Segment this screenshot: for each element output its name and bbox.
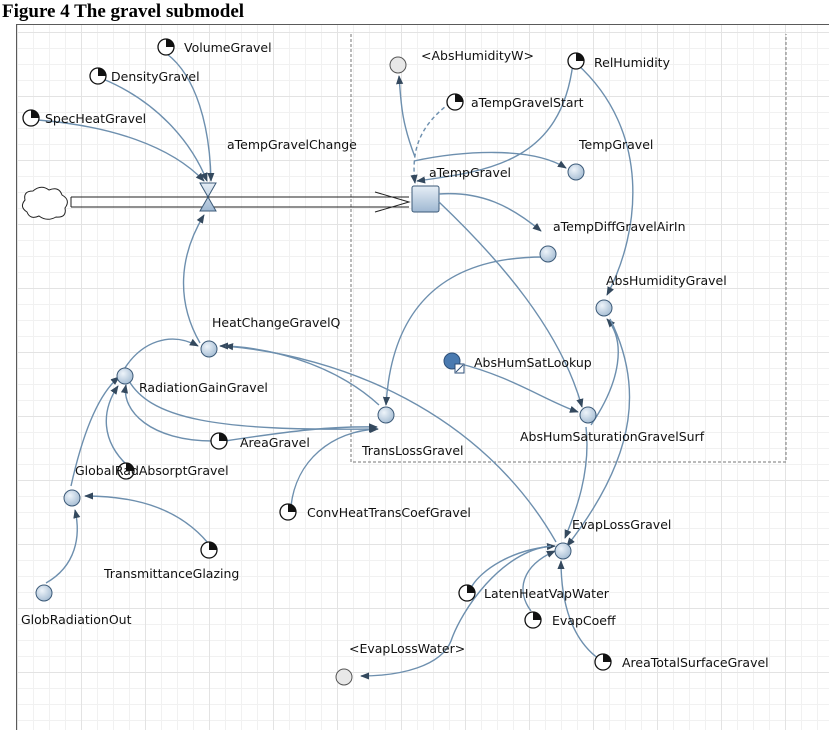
figure-title: Figure 4 The gravel submodel <box>2 1 245 22</box>
const-laten-heat-vap-water[interactable] <box>458 584 476 602</box>
arrow <box>37 119 205 182</box>
arrow <box>413 151 567 169</box>
const-density-gravel[interactable] <box>89 67 107 85</box>
arrow <box>102 78 208 182</box>
arrow <box>125 374 378 433</box>
label-evap-loss-water: <EvapLossWater> <box>349 641 465 656</box>
label-conv-heat-trans-coef-gravel: ConvHeatTransCoefGravel <box>307 505 471 520</box>
label-evap-loss-gravel: EvapLossGravel <box>572 517 671 532</box>
arrow <box>84 492 209 544</box>
valve-icon <box>199 182 217 212</box>
label-abs-hum-sat-lookup: AbsHumSatLookup <box>474 355 592 370</box>
auxiliary-nodes <box>35 163 613 602</box>
arrow <box>590 318 619 426</box>
arrow <box>120 384 214 442</box>
arrow <box>105 385 129 467</box>
const-global-rad-absorpt-gravel[interactable] <box>117 462 135 480</box>
aux-a-temp-diff-gravel-air-in[interactable] <box>539 245 557 263</box>
const-rel-humidity[interactable] <box>567 52 585 70</box>
const-conv-heat-trans-coef-gravel[interactable] <box>279 503 297 521</box>
shadow-abs-humidity-w[interactable] <box>389 56 407 74</box>
aux-glob-radiation-out[interactable] <box>35 584 53 602</box>
label-rel-humidity: RelHumidity <box>594 55 671 70</box>
arrow <box>566 318 631 547</box>
aux-radiation-gain-gravel[interactable] <box>116 367 134 385</box>
arrow <box>557 560 603 662</box>
arrow <box>438 201 584 408</box>
const-transmittance-glazing[interactable] <box>200 541 218 559</box>
lookup-abs-hum-sat-icon[interactable] <box>443 352 465 374</box>
label-area-gravel: AreaGravel <box>240 435 310 450</box>
label-spec-heat-gravel: SpecHeatGravel <box>45 111 146 126</box>
arrow <box>224 343 557 543</box>
variable-labels: VolumeGravel DensityGravel SpecHeatGrave… <box>21 40 769 670</box>
stock-box[interactable] <box>411 185 440 213</box>
constant-nodes <box>22 38 612 671</box>
label-abs-hum-saturation-gravel-surf: AbsHumSaturationGravelSurf <box>520 429 705 444</box>
arrow <box>290 425 379 507</box>
label-a-temp-diff-gravel-air-in: aTempDiffGravelAirIn <box>553 219 686 234</box>
label-global-rad-absorpt-gravel: GlobalRadAbsorptGravel <box>75 463 229 478</box>
const-area-gravel[interactable] <box>210 432 228 450</box>
arrow <box>122 338 199 372</box>
aux-temp-gravel[interactable] <box>567 163 585 181</box>
aux-heat-change-gravel-q[interactable] <box>200 340 218 358</box>
source-cloud-icon <box>21 186 68 220</box>
shadow-variables <box>335 56 407 686</box>
arrow <box>576 63 634 296</box>
aux-abs-humidity-gravel[interactable] <box>595 299 613 317</box>
aux-abs-hum-saturation-gravel-surf[interactable] <box>579 406 597 424</box>
label-a-temp-gravel: aTempGravel <box>429 165 511 180</box>
diagram-canvas: VolumeGravel DensityGravel SpecHeatGrave… <box>16 24 829 730</box>
arrow <box>416 62 574 184</box>
arrow <box>471 542 556 587</box>
arrow <box>564 426 588 539</box>
aux-evap-loss-gravel[interactable] <box>554 542 572 560</box>
label-heat-change-gravel-q: HeatChangeGravelQ <box>212 315 341 330</box>
label-transmittance-glazing: TransmittanceGlazing <box>103 566 239 581</box>
label-trans-loss-gravel: TransLossGravel <box>361 443 464 458</box>
label-a-temp-gravel-change: aTempGravelChange <box>227 137 357 152</box>
label-area-total-surface-gravel: AreaTotalSurfaceGravel <box>622 655 769 670</box>
arrow <box>224 423 378 442</box>
const-a-temp-gravel-start[interactable] <box>446 93 464 111</box>
label-abs-humidity-gravel: AbsHumidityGravel <box>606 273 727 288</box>
arrow <box>456 362 579 413</box>
arrow <box>410 102 451 184</box>
const-evap-coeff[interactable] <box>524 611 542 629</box>
arrow <box>45 509 81 584</box>
label-evap-coeff: EvapCoeff <box>552 613 616 628</box>
arrow <box>396 75 416 158</box>
arrow <box>70 376 120 487</box>
label-radiation-gain-gravel: RadiationGainGravel <box>139 380 268 395</box>
const-area-total-surface-gravel[interactable] <box>594 653 612 671</box>
arrow <box>182 214 205 344</box>
aux-global-rad-absorpt-gravel[interactable] <box>63 489 81 507</box>
subsystem-boundary <box>350 34 787 463</box>
connector-arrows <box>37 53 634 680</box>
label-glob-radiation-out: GlobRadiationOut <box>21 612 132 627</box>
label-temp-gravel: TempGravel <box>578 137 653 152</box>
arrow <box>360 545 552 680</box>
gravel-submodel-diagram: VolumeGravel DensityGravel SpecHeatGrave… <box>21 34 787 686</box>
shadow-evap-loss-water[interactable] <box>335 668 353 686</box>
arrow <box>522 550 556 612</box>
arrow <box>382 256 547 406</box>
label-a-temp-gravel-start: aTempGravelStart <box>471 95 584 110</box>
arrow <box>438 192 542 232</box>
const-volume-gravel[interactable] <box>157 38 175 56</box>
flow-pipe <box>70 191 411 213</box>
label-abs-humidity-w: <AbsHumidityW> <box>421 48 534 63</box>
label-laten-heat-vap-water: LatenHeatVapWater <box>484 586 610 601</box>
label-density-gravel: DensityGravel <box>111 69 200 84</box>
label-volume-gravel: VolumeGravel <box>184 40 272 55</box>
const-spec-heat-gravel[interactable] <box>22 109 40 127</box>
arrow <box>166 53 215 182</box>
aux-trans-loss-gravel[interactable] <box>377 406 395 424</box>
